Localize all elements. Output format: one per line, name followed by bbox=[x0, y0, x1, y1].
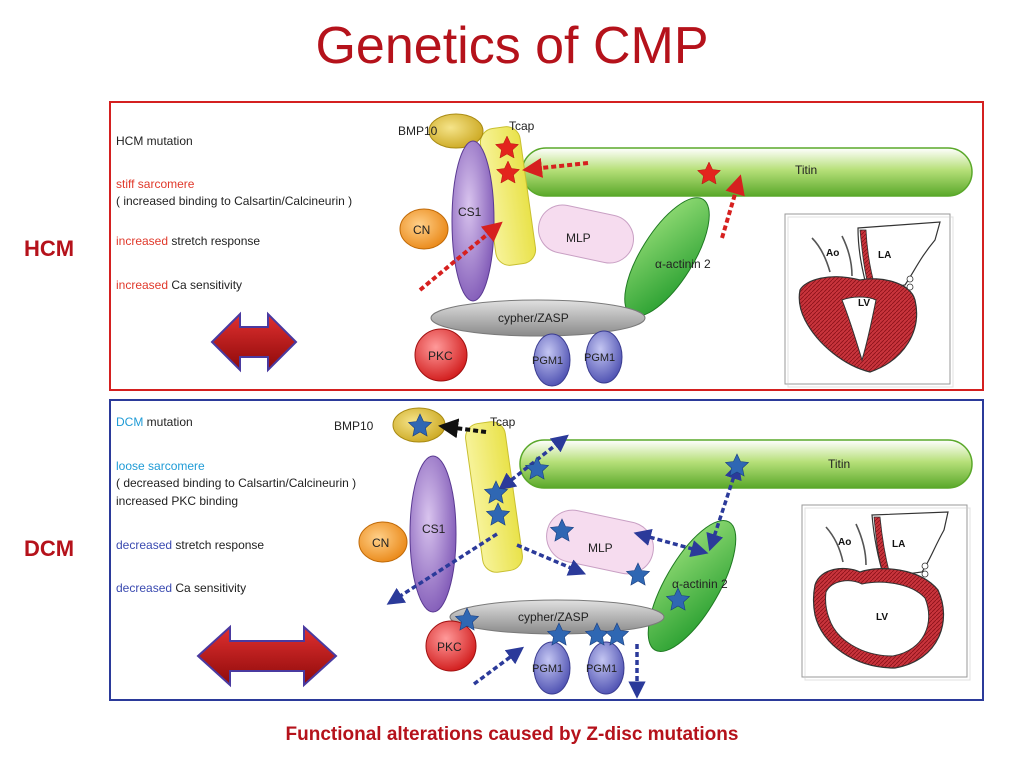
dcm-text-binding: ( decreased binding to Calsartin/Calcine… bbox=[116, 476, 356, 490]
hcm-pkc bbox=[414, 328, 468, 382]
hcm-text-mutation: HCM mutation bbox=[116, 134, 193, 148]
hcm-cn bbox=[399, 208, 449, 250]
dcm-star-bmp10-icon bbox=[407, 413, 433, 437]
hcm-star-2-icon bbox=[495, 160, 521, 184]
dcm-actinin-label: α-actinin 2 bbox=[672, 577, 728, 591]
hcm-star-1-icon bbox=[494, 135, 520, 159]
dcm-text-stretch: decreased stretch response bbox=[116, 538, 264, 552]
hcm-titin bbox=[521, 147, 973, 197]
dcm-text-loose: loose sarcomere bbox=[116, 459, 205, 473]
dcm-star-pgm1-3-icon bbox=[604, 622, 630, 646]
dcm-heart-la: LA bbox=[892, 539, 905, 550]
dcm-arrow-titin-actinin bbox=[706, 461, 742, 552]
dcm-pgm1-a-label: PGM1 bbox=[532, 663, 563, 675]
dcm-star-pgm1-1-icon bbox=[546, 622, 572, 646]
hcm-pgm1-a bbox=[533, 333, 571, 387]
dcm-star-tcap-2-icon bbox=[485, 502, 511, 526]
hcm-pgm1-b-label: PGM1 bbox=[584, 352, 615, 364]
dcm-pgm1-b-label: PGM1 bbox=[586, 663, 617, 675]
dcm-star-actinin-icon bbox=[665, 587, 691, 611]
dcm-cs1 bbox=[409, 455, 457, 613]
dcm-text-ca: decreased Ca sensitivity bbox=[116, 581, 246, 595]
dcm-zasp-label: cypher/ZASP bbox=[518, 610, 589, 624]
dcm-bmp10-label: BMP10 bbox=[334, 419, 374, 433]
hcm-pkc-label: PKC bbox=[428, 349, 453, 363]
dcm-heart-illustration: Ao LA LV bbox=[801, 504, 971, 681]
hcm-cs1-label: CS1 bbox=[458, 205, 482, 219]
hcm-text-binding: ( increased binding to Calsartin/Calcine… bbox=[116, 194, 352, 208]
dcm-star-titin-right-icon bbox=[724, 453, 750, 477]
hcm-tcap-label: Tcap bbox=[509, 119, 535, 133]
figure-caption: Functional alterations caused by Z-disc … bbox=[285, 724, 739, 745]
hcm-mlp bbox=[538, 204, 634, 264]
dcm-tcap-label: Tcap bbox=[490, 415, 516, 429]
dcm-cn-label: CN bbox=[372, 536, 389, 550]
hcm-bmp10 bbox=[428, 113, 484, 149]
hcm-text-ca: increased Ca sensitivity bbox=[116, 278, 242, 292]
hcm-pgm1-a-label: PGM1 bbox=[532, 355, 563, 367]
page-title: Genetics of CMP bbox=[315, 17, 709, 75]
dcm-cs1-label: CS1 bbox=[422, 522, 446, 536]
dcm-text-pkc: increased PKC binding bbox=[116, 494, 238, 508]
hcm-cs1 bbox=[451, 140, 495, 302]
dcm-arrow-pkc-zasp bbox=[472, 646, 525, 686]
hcm-heart-lv: LV bbox=[858, 298, 870, 309]
dcm-side-label: DCM bbox=[24, 536, 75, 561]
dcm-arrow-mlp-actinin bbox=[633, 528, 709, 558]
dcm-star-tcap-1-icon bbox=[483, 480, 509, 504]
dcm-double-arrow-icon bbox=[196, 624, 338, 688]
hcm-bmp10-label: BMP10 bbox=[398, 124, 438, 138]
hcm-double-arrow-icon bbox=[210, 311, 298, 373]
hcm-cn-label: CN bbox=[413, 223, 430, 237]
hcm-panel: HCM mutation stiff sarcomere ( increased… bbox=[109, 101, 984, 391]
dcm-star-mlp-2-icon bbox=[625, 562, 651, 586]
hcm-heart-illustration: Ao LA LV bbox=[784, 213, 954, 388]
dcm-arrow-tcap-bmp10 bbox=[438, 418, 487, 439]
hcm-star-3-icon bbox=[696, 161, 722, 185]
hcm-heart-la: LA bbox=[878, 250, 891, 261]
dcm-pkc-label: PKC bbox=[437, 640, 462, 654]
dcm-pgm1-a bbox=[533, 641, 571, 695]
dcm-star-mlp-1-icon bbox=[549, 518, 575, 542]
dcm-panel: DCM mutation loose sarcomere ( decreased… bbox=[109, 399, 984, 701]
hcm-text-stretch: increased stretch response bbox=[116, 234, 260, 248]
hcm-arrow-titin-tcap bbox=[522, 157, 589, 178]
hcm-titin-label: Titin bbox=[795, 163, 817, 177]
dcm-heart-ao: Ao bbox=[838, 537, 851, 548]
dcm-cn bbox=[358, 521, 408, 563]
dcm-heart-lv: LV bbox=[876, 612, 888, 623]
hcm-heart-ao: Ao bbox=[826, 248, 839, 259]
dcm-arrow-tcap-titin bbox=[498, 434, 569, 491]
dcm-star-zasp-icon bbox=[454, 607, 480, 631]
dcm-titin-label: Titin bbox=[828, 457, 850, 471]
hcm-pgm1-b bbox=[585, 330, 623, 384]
dcm-mlp-label: MLP bbox=[588, 541, 613, 555]
dcm-pgm1-b bbox=[587, 641, 625, 695]
hcm-zasp-label: cypher/ZASP bbox=[498, 311, 569, 325]
hcm-text-stiff: stiff sarcomere bbox=[116, 177, 195, 191]
hcm-side-label: HCM bbox=[24, 236, 75, 261]
hcm-zasp bbox=[430, 299, 646, 337]
dcm-arrow-tcap-mlp bbox=[516, 543, 587, 576]
dcm-star-titin-left-icon bbox=[524, 456, 550, 480]
hcm-actinin-label: α-actinin 2 bbox=[655, 257, 711, 271]
dcm-text-mutation: DCM mutation bbox=[116, 415, 193, 429]
hcm-arrow-to-tcap bbox=[418, 221, 503, 292]
dcm-pkc bbox=[425, 620, 477, 672]
dcm-arrow-tcap-out bbox=[386, 532, 498, 605]
hcm-mlp-label: MLP bbox=[566, 231, 591, 245]
hcm-arrow-to-titin bbox=[720, 174, 745, 239]
